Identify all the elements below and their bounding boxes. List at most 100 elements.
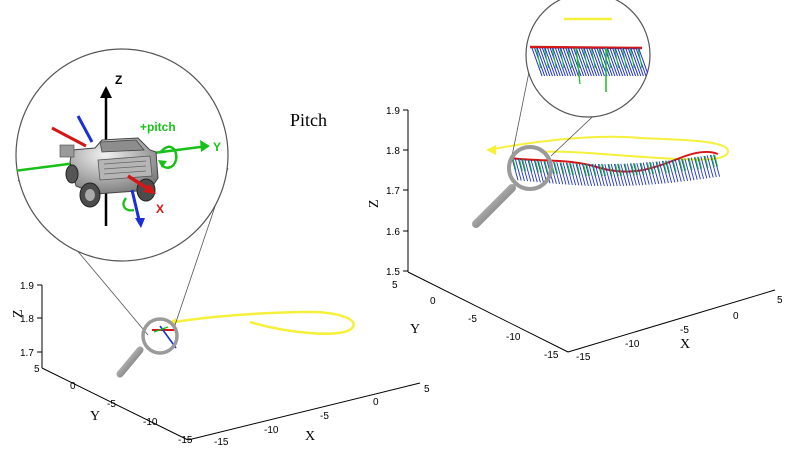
pitch-vector-z [575, 163, 583, 186]
pitch-vector-z [706, 155, 714, 178]
pitch-vector-z [703, 155, 711, 179]
pitch-vector-z [581, 163, 589, 186]
right-x-tick: -15 [576, 352, 591, 363]
zoom-vector-z [570, 47, 582, 77]
pitch-vector-y [682, 158, 687, 171]
pitch-vector-z [671, 159, 679, 183]
pitch-vector-y [666, 160, 671, 173]
zoom-vector-z [539, 47, 551, 77]
pitch-vector-z [511, 158, 519, 181]
pitch-vector-z [649, 162, 657, 185]
pitch-vector-z [537, 160, 545, 183]
right-y-tick: 5 [392, 280, 398, 291]
pitch-vector-y [560, 162, 565, 175]
zoom-vector-y [629, 47, 635, 69]
right-x-tick: 5 [777, 295, 783, 306]
zoom-vector-z [601, 47, 613, 77]
left-z-axis-label: Z [11, 309, 26, 318]
pitch-vector-y [570, 163, 575, 176]
zoom-vector-y [614, 47, 620, 69]
pitch-vector-z [661, 160, 669, 184]
pitch-vector-z [517, 158, 525, 181]
pitch-vector-z [607, 163, 615, 187]
left-x-tick: 5 [424, 384, 430, 395]
zoom-vector-z [593, 47, 605, 77]
pitch-vector-y [602, 163, 607, 177]
pitch-vector-y [630, 163, 635, 176]
left-x-tick: -15 [214, 437, 229, 448]
pitch-vector-z [690, 157, 698, 180]
pitch-vector-y [522, 159, 527, 172]
pitch-vector-y [672, 159, 677, 173]
pitch-vector-z [591, 163, 599, 187]
zoom-vector-z [554, 47, 566, 77]
zoom-vector-y [590, 47, 596, 69]
left-plot-axes [37, 284, 421, 441]
pitch-vector-y [512, 158, 517, 171]
left-x-tick: -5 [320, 411, 329, 422]
right-zoom-inset [525, 0, 651, 118]
zoom-vector-z [578, 47, 590, 77]
pitch-vector-y [646, 162, 651, 175]
zoom-vector-z [614, 47, 626, 77]
zoom-vector-y [598, 47, 604, 69]
right-y-tick: -15 [544, 350, 559, 361]
left-y-tick: 5 [34, 364, 40, 375]
zoom-vector-z [560, 47, 572, 77]
right-y-tick: -5 [468, 314, 477, 325]
pitch-vector-z [668, 160, 676, 183]
pitch-vector-y [704, 155, 709, 169]
pitch-vector-z [617, 163, 625, 187]
pitch-vector-z [626, 163, 634, 186]
zoom-vector-z [617, 47, 629, 77]
pitch-arrowhead [158, 160, 167, 168]
zoom-vector-z [599, 47, 611, 77]
zoom-vector-y [582, 47, 588, 69]
car-back-x-axis [51, 126, 87, 148]
car-inset: Z Y X +pitch [15, 48, 229, 262]
pitch-vector-y [662, 160, 667, 174]
left-x-tick: -10 [264, 425, 279, 436]
pitch-vector-z [572, 163, 580, 186]
zoom-vector-y [551, 47, 557, 69]
pitch-vector-z [620, 163, 628, 186]
right-trajectory [487, 135, 729, 161]
pitch-vector-z [578, 163, 586, 186]
pitch-vector-z [533, 160, 541, 183]
right-z-tick: 1.8 [386, 146, 400, 157]
pitch-vector-y [624, 163, 629, 176]
right-z-tick: 1.7 [386, 186, 400, 197]
pitch-vector-y [608, 163, 613, 177]
right-y-tick: 0 [430, 296, 436, 307]
zoom-vector-z [567, 47, 579, 77]
pitch-vector-y [518, 158, 523, 171]
zoom-connector-line [511, 71, 530, 157]
pitch-vector-z [521, 159, 529, 182]
right-z-axis-label: Z [367, 199, 382, 208]
pitch-vector-y [528, 159, 533, 172]
pitch-vector-z [639, 162, 647, 186]
right-x-tick: -10 [625, 339, 640, 350]
right-y-axis-label: Y [410, 322, 420, 337]
pitch-vector-y [678, 159, 683, 172]
pitch-vector-z [629, 163, 637, 186]
pitch-vector-z [562, 162, 570, 185]
zoom-vector-y [536, 47, 542, 69]
zoom-vector-z [586, 47, 598, 77]
pitch-vector-z [684, 158, 692, 181]
left-y-tick: 0 [70, 381, 76, 392]
pitch-vector-y [714, 154, 719, 167]
zoom-vector-z [606, 47, 618, 77]
zoom-vector-z [609, 47, 621, 77]
pitch-vector-z [665, 160, 673, 183]
car-z-label: Z [115, 73, 122, 87]
pitch-vector-z [597, 163, 605, 187]
zoom-vector-y [543, 47, 549, 69]
zoom-vector-z [625, 47, 637, 77]
pitch-vector-y [698, 156, 703, 169]
pitch-vector-z [623, 163, 631, 186]
zoom-vector-z [591, 47, 603, 77]
car-x-axis-arrow [143, 184, 156, 194]
